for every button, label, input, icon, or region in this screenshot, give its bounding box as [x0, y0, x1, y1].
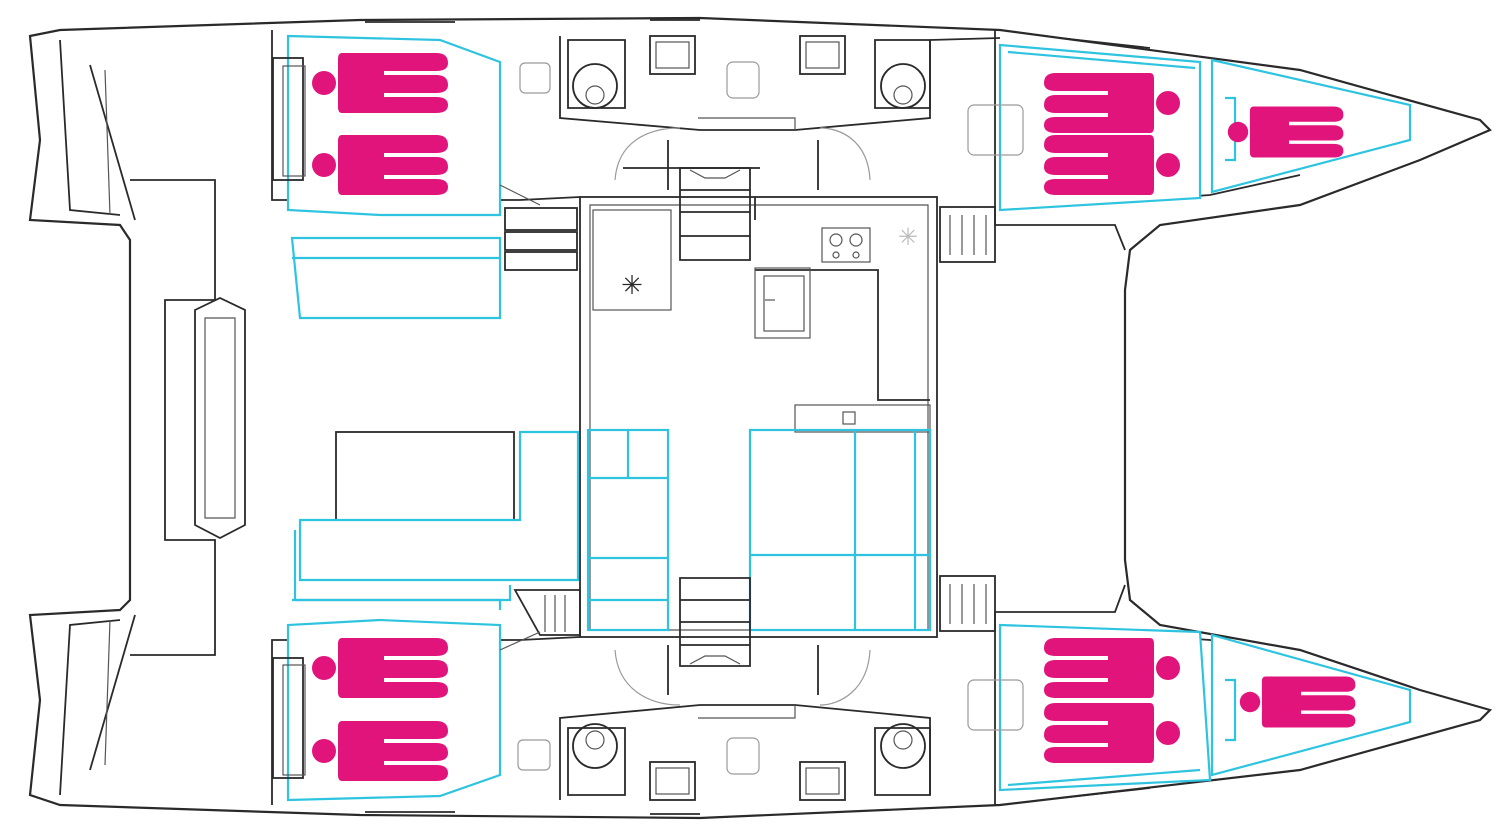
stairs-icon — [679, 577, 751, 667]
hatch-icon — [939, 206, 996, 263]
aft-steps — [59, 39, 136, 796]
sink-icon — [649, 761, 696, 801]
hatch-icon — [517, 739, 551, 771]
galley-counter — [794, 404, 931, 433]
hatch-icon — [967, 104, 1024, 156]
svg-text:✳: ✳ — [898, 224, 918, 251]
sink-icon — [754, 267, 811, 339]
svg-text:✳: ✳ — [621, 270, 643, 300]
toilet-icon — [572, 723, 618, 769]
sink-icon — [649, 35, 696, 75]
fan-icon: ✳ — [898, 224, 918, 251]
hatch-icon — [726, 737, 760, 775]
head-port-fwd — [726, 35, 931, 181]
head-starboard-fwd — [726, 649, 931, 801]
toilet-icon — [880, 723, 926, 769]
saloon-seating — [586, 428, 932, 632]
deck-fittings — [365, 19, 1151, 815]
head-port-aft — [519, 35, 819, 190]
hatch-icon — [726, 61, 760, 99]
stairs-icon — [504, 207, 578, 271]
hatch-icon — [967, 679, 1024, 731]
cockpit-hatch — [194, 297, 246, 540]
fan-icon: ✳ — [621, 270, 643, 300]
hatch-icon — [519, 62, 551, 94]
hatch-icon — [939, 575, 996, 632]
cockpit-bench — [298, 430, 580, 582]
sink-icon — [799, 35, 846, 75]
head-starboard-aft — [517, 645, 819, 801]
hull-outline — [28, 16, 1493, 820]
cockpit — [130, 179, 580, 656]
fridge — [592, 209, 672, 311]
galley: ✳ ✳ — [592, 209, 931, 433]
toilet-icon — [880, 63, 926, 109]
toilet-icon — [572, 63, 618, 109]
stairs-icon — [679, 167, 751, 261]
stairs-icon — [513, 589, 581, 636]
stove-icon — [821, 227, 871, 263]
sink-icon — [799, 761, 846, 801]
